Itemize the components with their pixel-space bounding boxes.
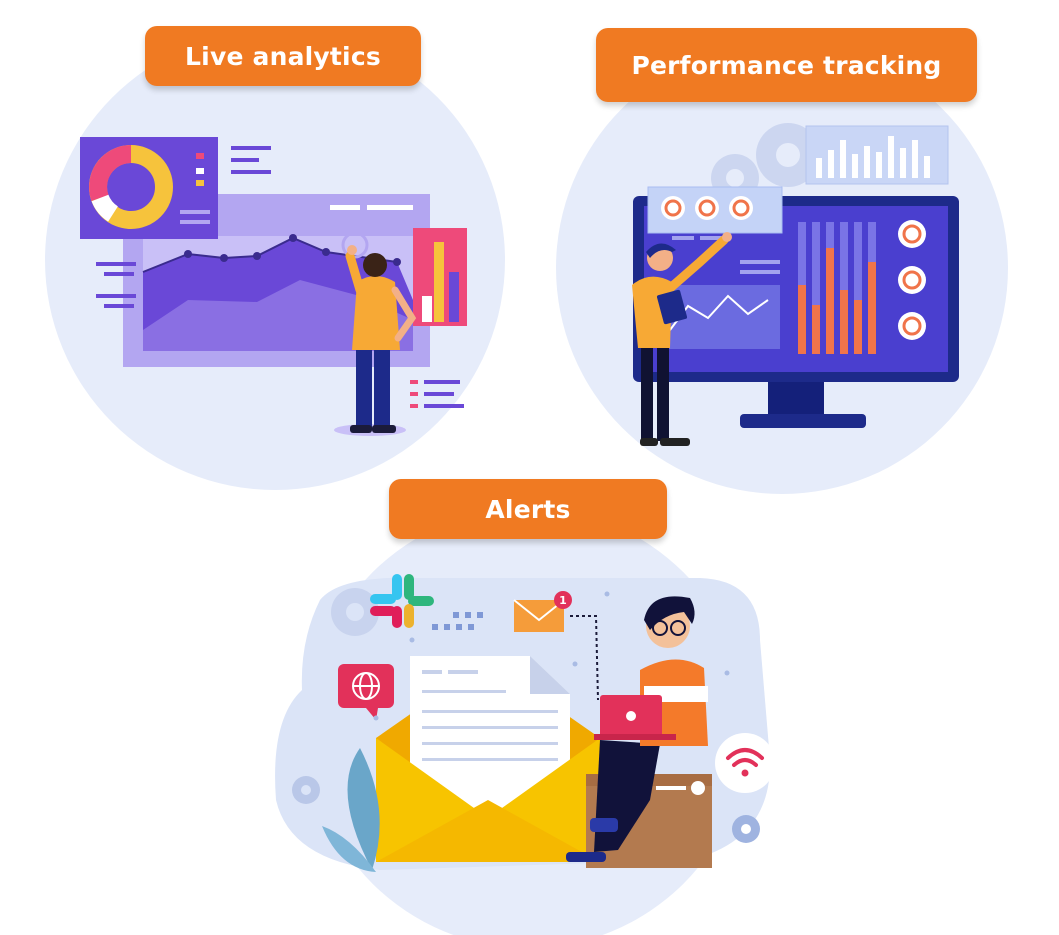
live-analytics-text: Live analytics <box>185 41 381 71</box>
notification-badge <box>554 591 572 609</box>
presenter-person <box>632 232 732 446</box>
alerts-illustration: 1 <box>275 508 775 935</box>
performance-tracking-label: Performance tracking <box>596 28 977 102</box>
live-analytics-illustration <box>45 30 505 490</box>
analyst-person <box>334 231 417 436</box>
slack-logo-icon <box>370 574 434 628</box>
performance-tracking-text: Performance tracking <box>631 50 942 80</box>
alerts-text: Alerts <box>485 494 571 524</box>
envelope-illustration <box>376 656 600 862</box>
email-notification-icon: 1 <box>513 591 599 701</box>
wifi-icon <box>715 733 775 793</box>
performance-tracking-illustration <box>556 42 1008 494</box>
alerts-label: Alerts <box>389 479 667 539</box>
live-analytics-label: Live analytics <box>145 26 421 86</box>
notification-badge-count: 1 <box>559 594 567 607</box>
alerts-person <box>566 596 708 862</box>
